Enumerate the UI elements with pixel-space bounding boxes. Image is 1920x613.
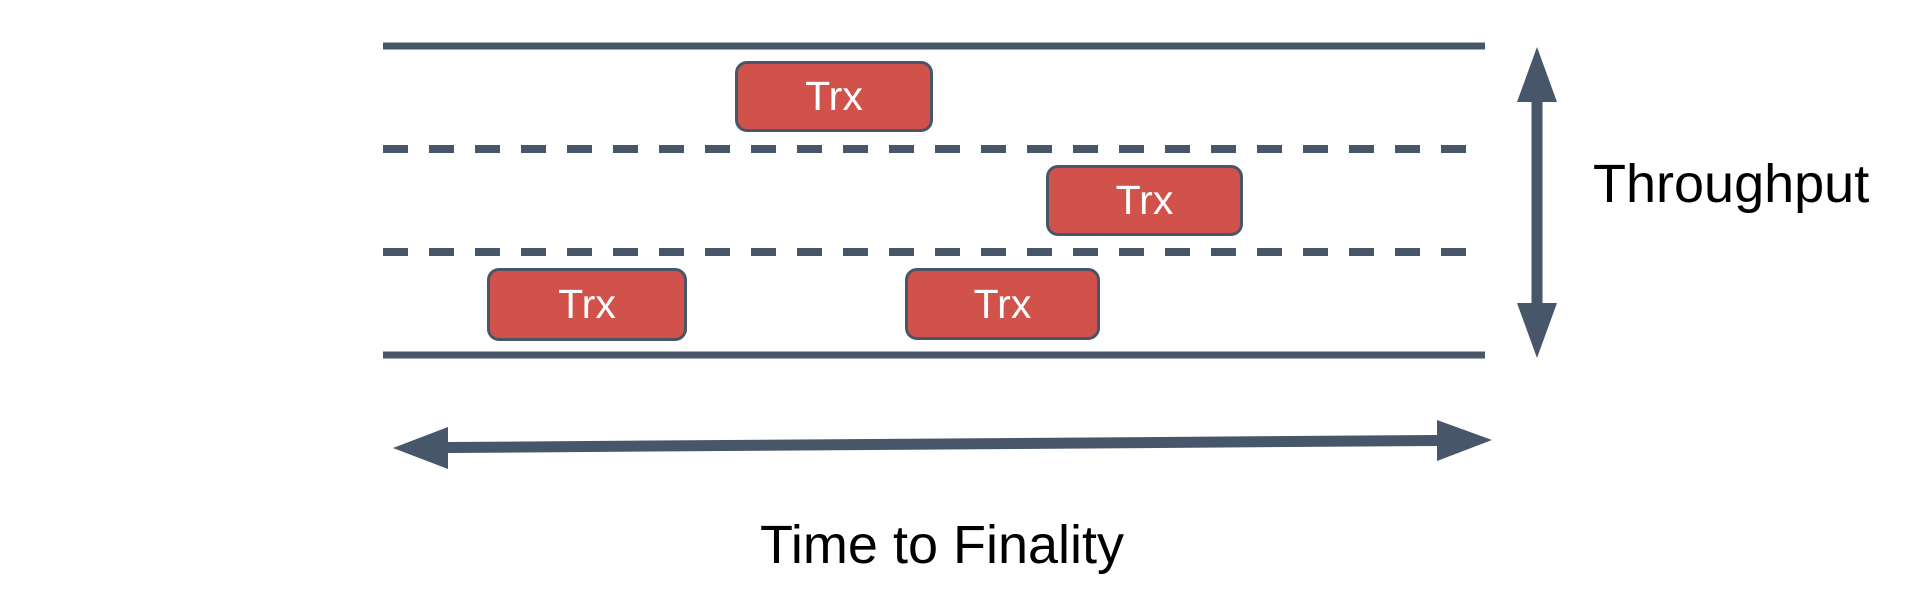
throughput-double-arrow-icon <box>1517 47 1557 358</box>
throughput-axis-label: Throughput <box>1593 154 1870 214</box>
trx-box-lane-3: Trx <box>905 268 1100 340</box>
trx-box-lane-1: Trx <box>735 61 933 132</box>
trx-box-lane-3: Trx <box>487 268 687 341</box>
time-to-finality-axis-label: Time to Finality <box>759 515 1125 575</box>
time-to-finality-double-arrow-icon <box>393 420 1492 469</box>
trx-box-lane-2: Trx <box>1046 165 1243 236</box>
